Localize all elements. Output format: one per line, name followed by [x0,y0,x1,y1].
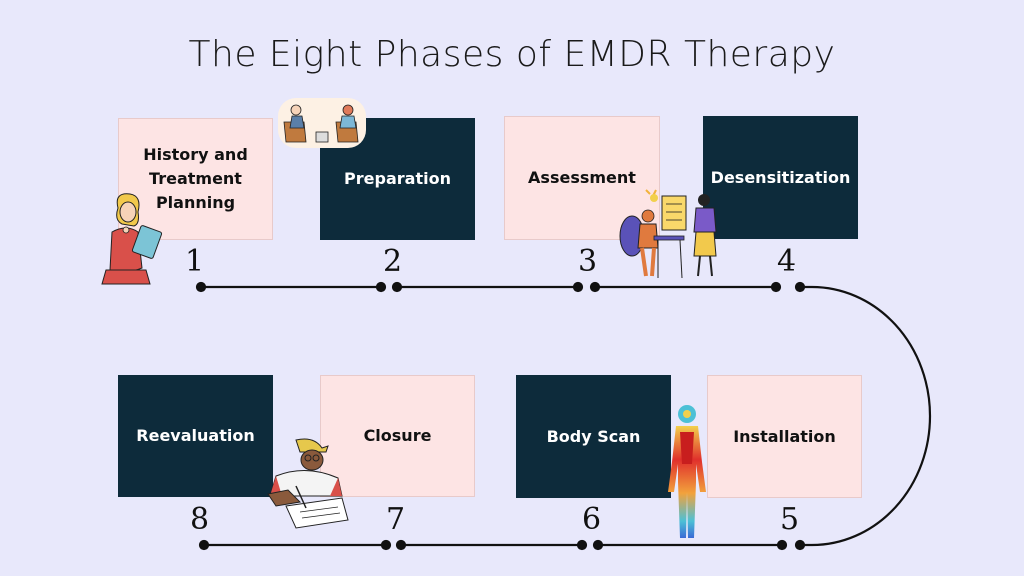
phase-number-6: 6 [582,502,602,537]
phase-number-5: 5 [780,502,800,537]
woman-with-clipboard-illustration [101,193,163,285]
phase-card-desensitization: Desensitization [703,116,858,239]
phase-card-installation: Installation [707,375,862,498]
body-heatmap-illustration [668,405,706,538]
phase-number-1: 1 [185,244,205,279]
phase-card-reevaluation: Reevaluation [118,375,273,497]
phase-number-2: 2 [383,244,403,279]
people-at-chart-illustration [619,189,717,279]
phase-card-closure: Closure [320,375,475,497]
phase-card-history-treatment-planning: History and Treatment Planning [118,118,273,240]
page-title: The Eight Phases of EMDR Therapy [188,34,836,75]
phase-number-3: 3 [578,244,598,279]
phase-number-7: 7 [386,502,406,537]
phase-number-4: 4 [777,244,797,279]
student-writing-illustration [267,438,349,529]
therapy-session-illustration [278,98,366,148]
phase-card-body-scan: Body Scan [516,375,671,498]
phase-number-8: 8 [190,502,210,537]
